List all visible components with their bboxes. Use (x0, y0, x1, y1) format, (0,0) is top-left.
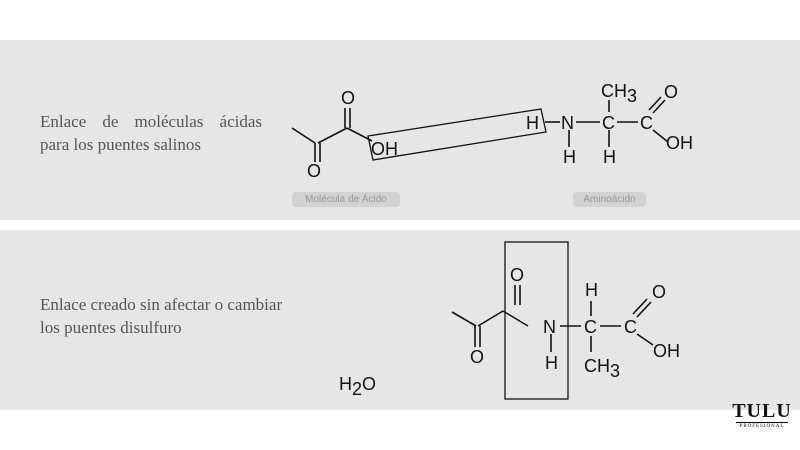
brand-name: TULU (732, 400, 792, 422)
atom-hydrogen: H (603, 147, 616, 167)
methyl-group: CH3 (601, 81, 637, 106)
atom-hydrogen: H (585, 280, 598, 300)
atom-hydrogen: H (526, 113, 539, 133)
acid-molecule-label: Molécula de Ácido (292, 192, 400, 207)
atom-hydroxyl: OH (666, 133, 693, 153)
atom-oxygen: O (664, 82, 678, 102)
atom-oxygen: O (307, 161, 321, 181)
disulfide-description: Enlace creado sin afectar o cambiar los … (40, 293, 320, 339)
methyl-group: CH3 (584, 356, 620, 381)
description-line: Enlace creado sin afectar o cambiar (40, 295, 283, 314)
atom-carbon: C (640, 113, 653, 133)
description-line: para los puentes salinos (40, 135, 201, 154)
atom-nitrogen: N (543, 317, 556, 337)
description-line: Enlace de moléculas ácidas (40, 112, 262, 131)
atom-hydroxyl: OH (653, 341, 680, 361)
atom-hydroxyl: OH (371, 139, 398, 159)
atom-carbon: C (624, 317, 637, 337)
atom-carbon: C (584, 317, 597, 337)
atom-carbon: C (602, 113, 615, 133)
description-line: los puentes disulfuro (40, 318, 182, 337)
bond-result-panel (0, 230, 800, 410)
atom-oxygen: O (470, 347, 484, 367)
atom-hydrogen: H (545, 353, 558, 373)
salt-bridge-description: Enlace de moléculas ácidas para los puen… (40, 110, 262, 156)
atom-oxygen: O (510, 265, 524, 285)
atom-nitrogen: N (561, 113, 574, 133)
bond-lines (291, 96, 669, 400)
amino-acid-label: Aminoácido (573, 192, 646, 207)
brand-logo: TULU PROFESIONAL (730, 401, 794, 429)
atom-oxygen: O (652, 282, 666, 302)
brand-tagline: PROFESIONAL (736, 422, 788, 429)
acid-molecule-panel (0, 40, 800, 220)
atom-oxygen: O (341, 88, 355, 108)
water-molecule: H2O (339, 374, 376, 399)
atom-hydrogen: H (563, 147, 576, 167)
